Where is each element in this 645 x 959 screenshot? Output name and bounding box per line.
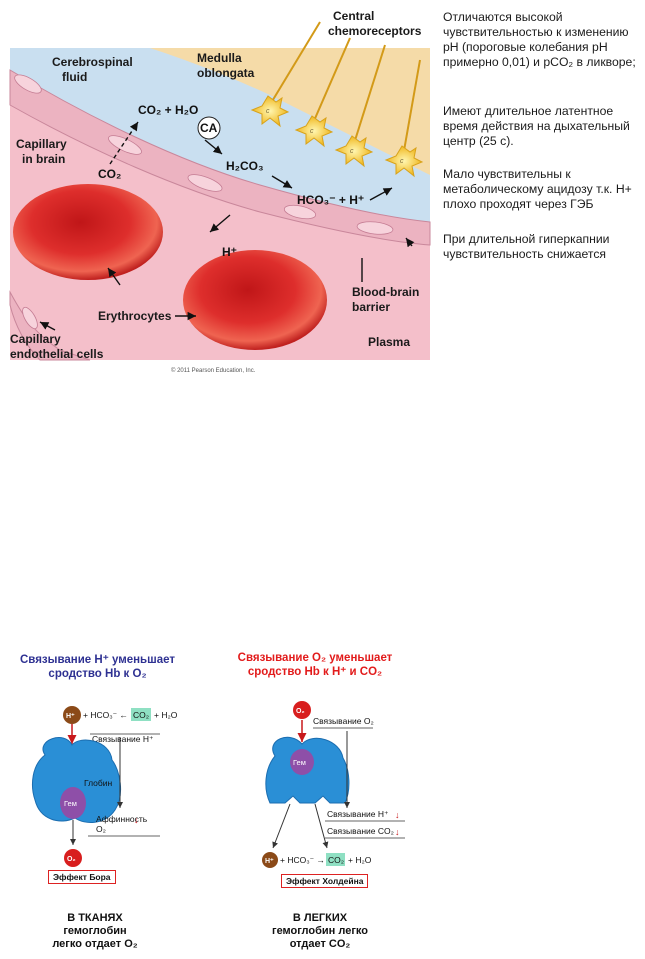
side-note-4: При длительной гиперкапнии чувствительно… bbox=[443, 232, 610, 261]
side-note-2: Имеют длительное латентное время действи… bbox=[443, 104, 630, 148]
haldane-reaction: + HCO₃⁻ → bbox=[280, 855, 325, 865]
globin-label: Глобин bbox=[84, 778, 113, 788]
heme-label: Гем bbox=[64, 799, 77, 808]
label-fluid: fluid bbox=[62, 70, 87, 84]
bohr-title: Связывание H⁺ уменьшает сродство Hb к O₂ bbox=[20, 654, 175, 680]
endothelial-cells bbox=[14, 74, 394, 330]
h-ion-ball bbox=[63, 706, 81, 724]
svg-text:↓: ↓ bbox=[395, 810, 400, 820]
tissue-caption: В ТКАНЯХ гемоглобин легко отдает O₂ bbox=[52, 912, 138, 950]
label-medulla: Medulla bbox=[197, 51, 242, 65]
label-blood-brain: Blood-brain bbox=[352, 285, 419, 299]
label-oblongata: oblongata bbox=[197, 66, 255, 80]
erythrocyte-right bbox=[183, 250, 327, 350]
o2-ball-right bbox=[293, 701, 311, 719]
chem-hco3-h: HCO₃⁻ + H⁺ bbox=[297, 193, 364, 207]
heme-shape bbox=[60, 787, 86, 819]
chem-h-plus: H⁺ bbox=[222, 245, 237, 259]
globin-shape bbox=[32, 737, 122, 823]
bohr-effect-diagram: H⁺ + HCO₃⁻ ← CO₂ + H₂O Связывание H⁺ Гло… bbox=[32, 706, 178, 867]
bohr-h2o: + H₂O bbox=[154, 710, 178, 720]
haldane-effect-diagram: O₂ Связывание O₂ Гем Связывание H⁺ ↓ Свя… bbox=[262, 701, 405, 868]
medulla-region bbox=[150, 48, 430, 175]
heme-shape-right bbox=[290, 749, 314, 775]
receptor-c-label: c bbox=[350, 148, 354, 155]
carbonic-anhydrase-badge bbox=[197, 116, 221, 140]
chemoreceptor-neurons bbox=[267, 21, 421, 163]
label-endothelial-cells: endothelial cells bbox=[10, 347, 104, 361]
copyright: © 2011 Pearson Education, Inc. bbox=[171, 368, 256, 374]
h-ion-label: H⁺ bbox=[66, 713, 75, 720]
reaction-arrows bbox=[39, 121, 415, 331]
label-central: Central bbox=[333, 9, 374, 23]
h-ion-ball-right bbox=[262, 852, 278, 868]
haldane-effect-label: Эффект Холдейна bbox=[281, 874, 369, 888]
label-capillary: Capillary bbox=[16, 137, 67, 151]
haldane-h2o: + H₂O bbox=[348, 855, 372, 865]
label-cerebrospinal: Cerebrospinal bbox=[52, 55, 133, 69]
haldane-binding-o2: Связывание O₂ bbox=[313, 716, 374, 726]
svg-text:↓: ↓ bbox=[395, 827, 400, 837]
label-erythrocytes: Erythrocytes bbox=[98, 309, 172, 323]
side-note-1: Отличаются высокой чувствительностью к и… bbox=[443, 10, 636, 69]
affinity-label: Аффинность bbox=[96, 814, 148, 824]
chem-co2-h2o: CO₂ + H₂O bbox=[138, 103, 198, 117]
bohr-reaction: + HCO₃⁻ ← bbox=[83, 710, 128, 720]
erythrocyte-left bbox=[13, 184, 163, 280]
receptor-c-label: c bbox=[266, 108, 270, 115]
affinity-o2: O₂ bbox=[96, 824, 106, 834]
svg-text:↓: ↓ bbox=[134, 815, 139, 825]
chem-co2: CO₂ bbox=[98, 167, 121, 181]
chemoreceptor-cell-bodies bbox=[250, 95, 424, 178]
o2-label-right: O₂ bbox=[296, 708, 305, 715]
heme-label-right: Гем bbox=[293, 758, 306, 767]
label-barrier: barrier bbox=[352, 300, 390, 314]
side-note-3: Мало чувствительны к метаболическому аци… bbox=[443, 167, 632, 211]
bohr-effect-label: Эффект Бора bbox=[48, 870, 116, 884]
label-plasma: Plasma bbox=[368, 335, 410, 349]
haldane-binding-co2: Связывание CO₂ bbox=[327, 826, 394, 836]
haldane-title: Связывание O₂ уменьшает сродство Hb к H⁺… bbox=[237, 652, 393, 678]
o2-ball bbox=[64, 849, 82, 867]
haldane-co2: CO₂ bbox=[328, 855, 344, 865]
bohr-binding-h: Связывание H⁺ bbox=[92, 734, 154, 744]
brain-capillary-illustration: c c c c CA Central chemoreceptors Cerebr… bbox=[9, 9, 431, 361]
label-in-brain: in brain bbox=[22, 152, 65, 166]
o2-label: O₂ bbox=[67, 856, 76, 863]
haldane-binding-h: Связывание H⁺ bbox=[327, 809, 389, 819]
label-capillary-2: Capillary bbox=[10, 332, 61, 346]
bohr-co2: CO₂ bbox=[133, 710, 149, 720]
receptor-c-label: c bbox=[400, 158, 404, 165]
h-ion-label-right: H⁺ bbox=[265, 858, 274, 865]
chem-h2co3: H₂CO₃ bbox=[226, 159, 264, 173]
receptor-c-label: c bbox=[310, 128, 314, 135]
lungs-caption: В ЛЕГКИХ гемоглобин легко отдает CO₂ bbox=[271, 912, 368, 950]
lower-capillary-wall bbox=[9, 290, 91, 361]
label-chemoreceptors: chemoreceptors bbox=[328, 24, 422, 38]
ca-label: CA bbox=[200, 121, 218, 135]
co2-box-right bbox=[326, 853, 345, 866]
co2-box bbox=[131, 708, 151, 721]
